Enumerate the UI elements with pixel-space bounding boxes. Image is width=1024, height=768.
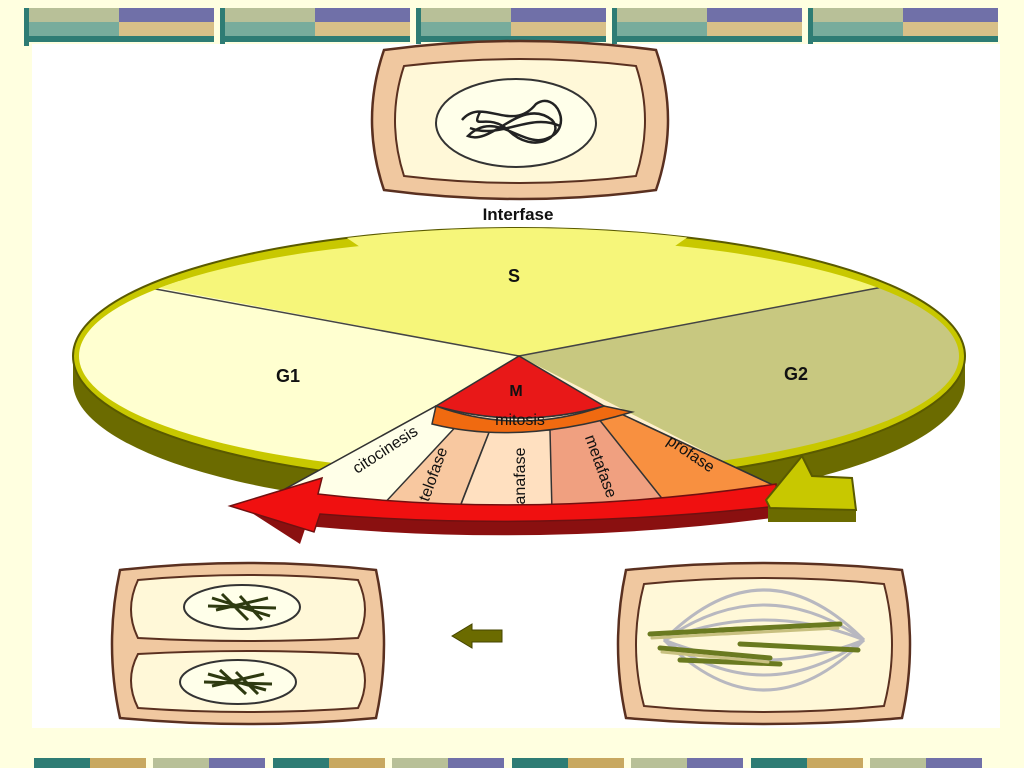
cell-metaphase-icon <box>616 561 912 726</box>
label-mitosis: mitosis <box>495 412 545 429</box>
header-stripes <box>24 8 998 46</box>
label-anafase: anafase <box>512 447 529 504</box>
label-g2: G2 <box>784 364 808 384</box>
left-arrow-icon <box>451 623 503 649</box>
label-m: M <box>509 383 522 400</box>
cell-telophase-icon <box>110 561 386 726</box>
mitosis-band <box>431 405 635 434</box>
label-s: S <box>508 266 520 286</box>
ring-label: Interfase <box>483 205 554 224</box>
label-g1: G1 <box>276 366 300 386</box>
mitosis-fan <box>273 355 778 514</box>
cell-interphase-icon <box>370 39 670 201</box>
sector-m-core <box>434 355 606 419</box>
footer-stripes <box>34 758 982 768</box>
interphase-arrow <box>764 454 858 522</box>
